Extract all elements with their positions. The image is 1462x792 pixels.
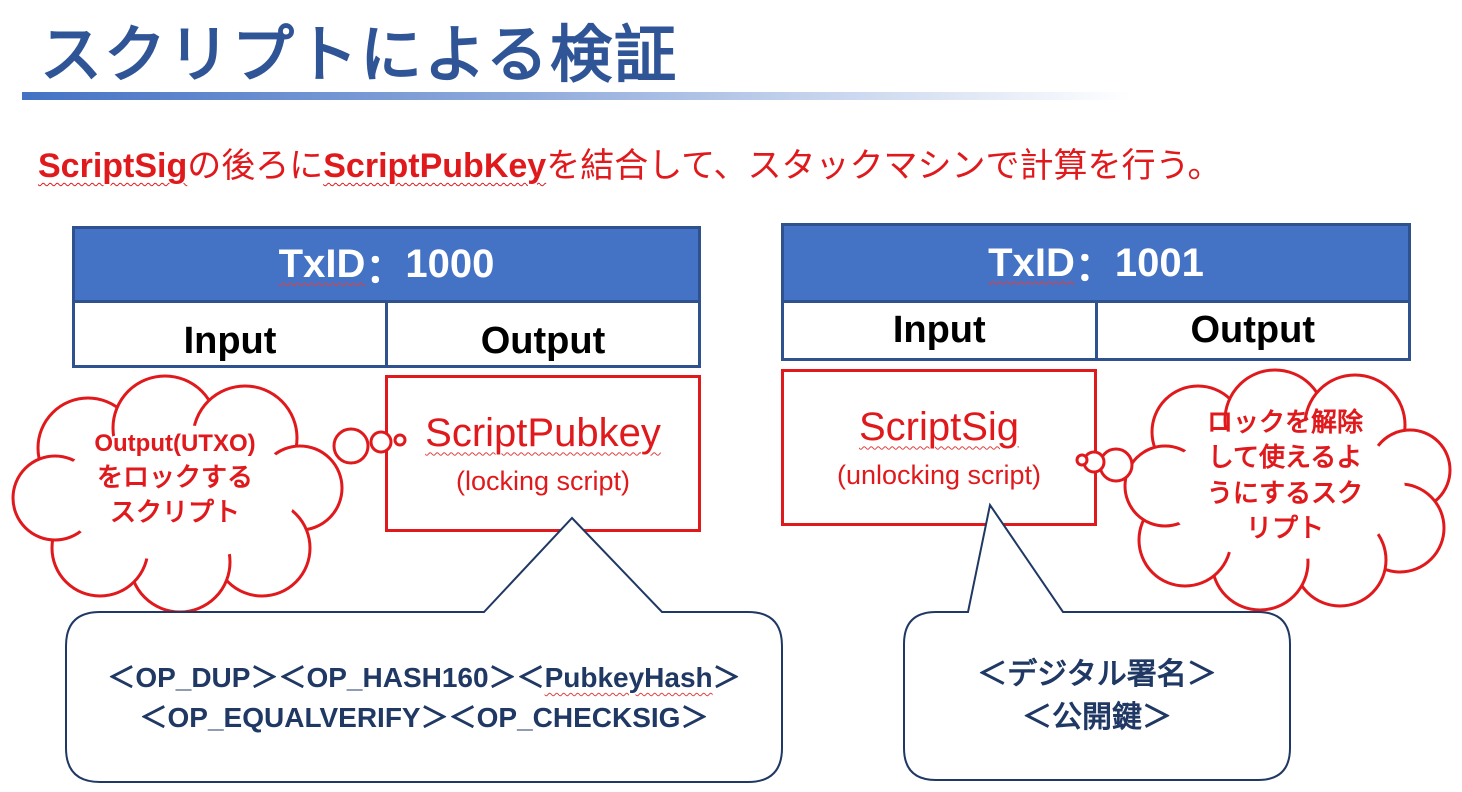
txid-label: TxID (278, 242, 366, 286)
txid-value: 1001 (1114, 240, 1204, 285)
input-cell: Input (892, 309, 986, 351)
unlocking-script-name: ScriptSig (858, 404, 1020, 449)
tx-io-row-1000: Input Output (75, 303, 698, 365)
pubkeyhash-open: ＜ (516, 662, 545, 693)
callout-left-shape (65, 516, 783, 783)
subtitle-keyword-scriptpubkey: ScriptPubKey (323, 147, 547, 185)
locking-ops-line-1: ＜OP_DUP＞＜OP_HASH160＞＜PubkeyHash＞ (70, 658, 778, 698)
pubkeyhash-close: ＞ (712, 662, 741, 693)
tx-header-1001: TxID：1001 (784, 226, 1408, 303)
subtitle-text-2: を結合して、スタックマシンで計算を行う。 (546, 146, 1222, 186)
input-cell: Input (183, 319, 277, 362)
slide-subtitle: ScriptSigの後ろにScriptPubKeyを結合して、スタックマシンで計… (38, 138, 1221, 187)
txid-label: TxID (988, 240, 1075, 285)
unlocking-script-sub: (unlocking script) (836, 459, 1042, 490)
locking-script-sub: (locking script) (455, 465, 631, 496)
slide-title: スクリプトによる検証 (40, 18, 679, 91)
cloud-left-line-3: スクリプト (109, 497, 240, 528)
subtitle-keyword-scriptsig: ScriptSig (38, 147, 188, 185)
tx-table-1001: TxID：1001 Input Output (781, 223, 1411, 361)
cloud-right-line-3: うにするスク (1206, 478, 1364, 509)
txid-separator: ： (1074, 245, 1115, 289)
op-dup: ＜OP_DUP＞ (107, 662, 279, 693)
locking-script-name: ScriptPubkey (425, 410, 661, 455)
thought-cloud-left (11, 374, 344, 614)
callout-right-text: ＜デジタル署名＞ ＜公開鍵＞ (906, 654, 1288, 739)
thought-cloud-right (1123, 368, 1452, 612)
output-cell: Output (1094, 303, 1409, 358)
op-checksig: ＜OP_CHECKSIG＞ (448, 701, 709, 733)
cloud-left-line-1: Output(UTXO) (94, 430, 256, 457)
txid-value: 1000 (405, 242, 495, 286)
cloud-tail-right (1075, 447, 1134, 483)
title-underline (22, 92, 1132, 100)
subtitle-text-1: の後ろに (187, 146, 324, 186)
tx-header-1000: TxID：1000 (75, 229, 698, 303)
cloud-right-text: ロックを解除 して使えるよ うにするスク リプト (1160, 406, 1410, 547)
cloud-left-line-2: をロックする (96, 462, 253, 493)
cloud-tail-left (332, 427, 407, 465)
callout-left-text: ＜OP_DUP＞＜OP_HASH160＞＜PubkeyHash＞ ＜OP_EQU… (70, 658, 778, 738)
locking-ops-line-2: ＜OP_EQUALVERIFY＞＜OP_CHECKSIG＞ (70, 698, 778, 738)
cloud-left-text: Output(UTXO) をロックする スクリプト (55, 428, 295, 531)
callout-right-shape (903, 502, 1291, 781)
locking-script-box: ScriptPubkey (locking script) (385, 375, 701, 532)
pubkeyhash-word: PubkeyHash (544, 662, 713, 693)
op-hash160: ＜OP_HASH160＞ (278, 662, 517, 693)
unlocking-script-box: ScriptSig (unlocking script) (781, 369, 1097, 526)
cloud-right-line-1: ロックを解除 (1206, 408, 1363, 438)
unlocking-line-2: ＜公開鍵＞ (1022, 699, 1172, 735)
op-equalverify: ＜OP_EQUALVERIFY＞ (139, 701, 449, 733)
tx-io-row-1001: Input Output (784, 303, 1408, 358)
cloud-right-line-4: リプト (1245, 514, 1324, 545)
output-cell: Output (385, 303, 698, 365)
tx-table-1000: TxID：1000 Input Output (72, 226, 701, 368)
unlocking-line-1: ＜デジタル署名＞ (977, 657, 1217, 692)
cloud-right-line-2: して使えるよ (1207, 443, 1363, 474)
txid-separator: ： (365, 246, 406, 291)
